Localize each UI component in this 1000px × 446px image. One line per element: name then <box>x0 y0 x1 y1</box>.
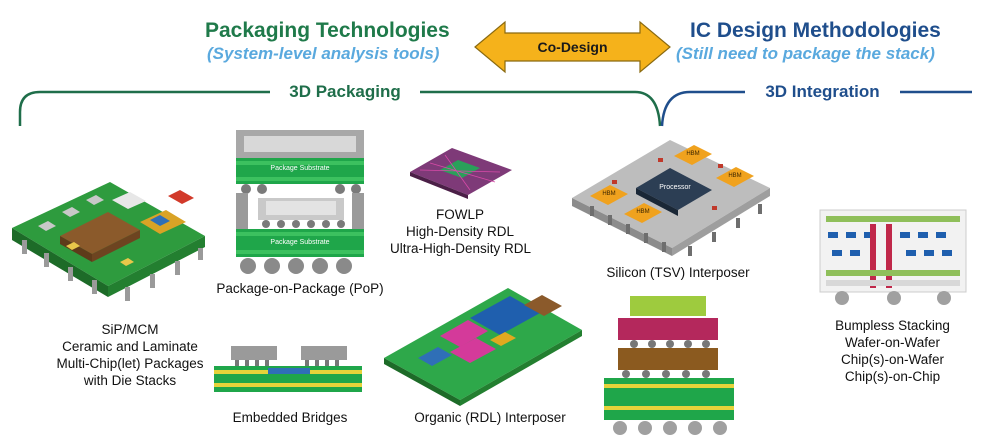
sip-mcm-graphic <box>12 182 205 301</box>
co-design-arrow <box>474 20 671 74</box>
3d-packaging-label: 3D Packaging <box>289 82 401 101</box>
hbm-label-4: HBM <box>728 173 742 179</box>
pop-caption: Package-on-Package (PoP) <box>216 281 384 296</box>
bumpless-caption-line: Bumpless Stacking <box>835 318 950 333</box>
silicon-interposer-graphic <box>572 140 770 256</box>
hbm-label-1: HBM <box>602 191 616 197</box>
organic-interposer-graphic <box>384 288 582 406</box>
packaging-technologies-subtitle: (System-level analysis tools) <box>207 44 440 63</box>
bumpless-stacking-graphic <box>819 209 967 305</box>
fowlp-caption: FOWLP High-Density RDL Ultra-High-Densit… <box>390 206 532 257</box>
fowlp-caption-line: FOWLP <box>435 207 484 222</box>
packaging-technologies-title: Packaging Technologies <box>205 19 450 42</box>
bumpless-caption-line: Wafer-on-Wafer <box>844 335 940 350</box>
fowlp-caption-line: High-Density RDL <box>405 224 515 239</box>
silicon-interposer-caption: Silicon (TSV) Interposer <box>606 265 750 280</box>
processor-label: Processor <box>659 184 691 191</box>
ic-design-subtitle: (Still need to package the stack) <box>676 44 935 63</box>
3d-stack-graphic <box>604 296 734 435</box>
co-design-label: Co-Design <box>537 39 608 55</box>
fowlp-graphic <box>410 148 512 199</box>
embedded-bridges-graphic <box>214 346 362 392</box>
3d-packaging-bracket <box>18 90 662 127</box>
embedded-bridges-caption: Embedded Bridges <box>232 410 348 425</box>
sip-mcm-caption: SiP/MCM Ceramic and Laminate Multi-Chip(… <box>30 321 230 389</box>
pop-bottom-substrate-label: Package Substrate <box>270 239 330 246</box>
organic-interposer-caption: Organic (RDL) Interposer <box>414 410 566 425</box>
sip-caption-line: with Die Stacks <box>83 373 177 388</box>
bumpless-stacking-caption: Bumpless Stacking Wafer-on-Wafer Chip(s)… <box>805 317 980 385</box>
ic-design-title: IC Design Methodologies <box>690 19 941 42</box>
sip-caption-line: Ceramic and Laminate <box>62 339 198 354</box>
hbm-label-2: HBM <box>636 209 650 215</box>
pop-graphic <box>236 130 364 274</box>
3d-integration-label: 3D Integration <box>765 82 880 101</box>
fowlp-caption-line: Ultra-High-Density RDL <box>390 241 532 256</box>
3d-integration-bracket <box>660 90 972 127</box>
sip-caption-line: Multi-Chip(let) Packages <box>56 356 204 371</box>
bumpless-caption-line: Chip(s)-on-Chip <box>844 369 941 384</box>
pop-top-substrate-label: Package Substrate <box>270 165 330 172</box>
bumpless-caption-line: Chip(s)-on-Wafer <box>840 352 945 367</box>
hbm-label-3: HBM <box>686 151 700 157</box>
sip-caption-line: SiP/MCM <box>101 322 159 337</box>
